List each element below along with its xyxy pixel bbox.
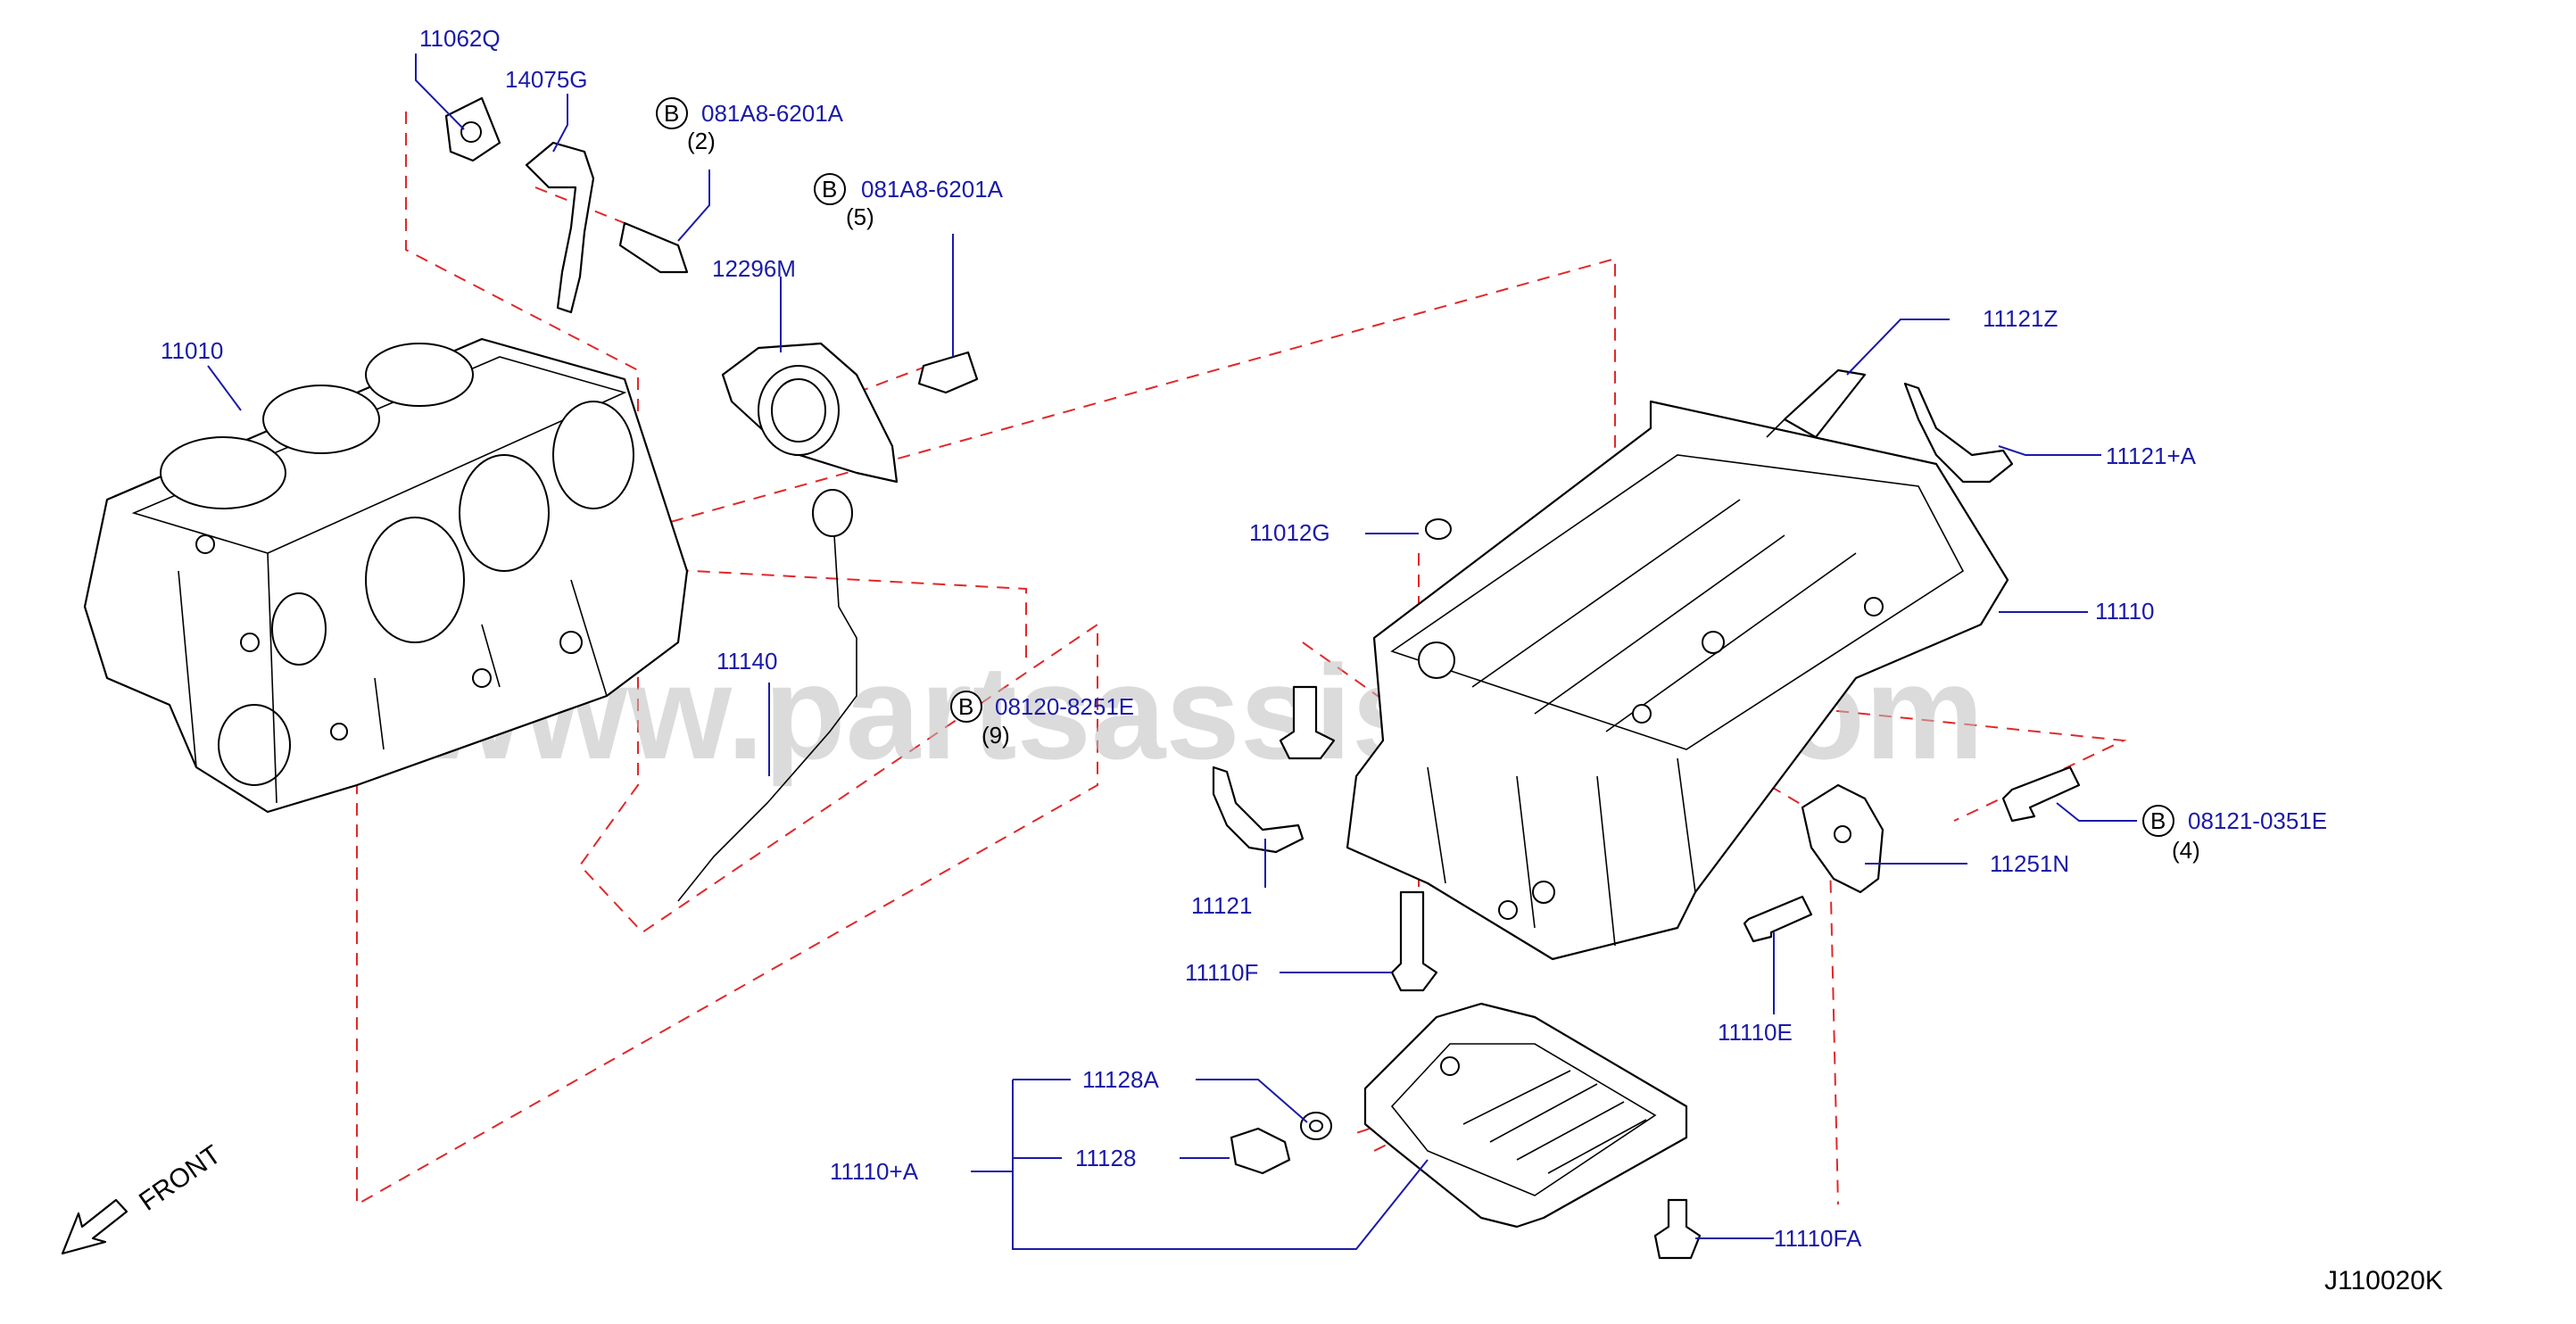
bolt-part-5: [1743, 895, 1813, 943]
front-label: FRONT: [134, 1139, 227, 1216]
front-arrow-icon: [61, 1198, 128, 1255]
washer-part: [1300, 1112, 1332, 1140]
callout-11110f: 11110F: [1185, 959, 1258, 986]
callout-11110-a: 11110+A: [830, 1158, 919, 1185]
callout-11062q: 11062Q: [419, 25, 501, 52]
callout-qty-9: (9): [982, 722, 1010, 749]
front-indicator: FRONT: [61, 1139, 227, 1255]
lower-oil-pan-part: [1363, 1002, 1688, 1229]
leader-lines: [207, 54, 2137, 1250]
bolt-part-4: [2001, 765, 2081, 823]
callout-11121-a: 11121+A: [2106, 443, 2197, 469]
callout-11012g: 11012G: [1249, 519, 1330, 546]
callout-11128: 11128: [1075, 1145, 1136, 1171]
callout-11140: 11140: [716, 648, 777, 674]
baffle-part-left: [1212, 765, 1305, 854]
drain-plug-part: [1230, 1127, 1291, 1175]
baffle-part-right: [1903, 382, 2014, 484]
callout-11110fa: 11110FA: [1774, 1225, 1862, 1252]
dipstick-part: [677, 489, 857, 902]
bolt-symbol-icon: [2142, 805, 2174, 837]
upper-oil-pan-part: [1346, 400, 2009, 961]
diagram-code: J110020K: [2324, 1266, 2443, 1295]
bolt-symbol-label: B: [958, 693, 973, 720]
bolt-symbol-label: B: [664, 100, 679, 127]
callout-labels: 11062Q 14075G B 081A8-6201A (2) B 081A8-…: [161, 25, 2327, 1252]
callout-081a8-6201a-2: 081A8-6201A: [701, 100, 844, 127]
bolt-part-1: [618, 221, 689, 274]
bolt-symbol-label: B: [2150, 807, 2166, 834]
cylinder-block-part: [83, 337, 689, 814]
plug-part: [1425, 518, 1452, 540]
seal-retainer-part: [721, 342, 899, 484]
callout-qty-4: (4): [2172, 837, 2200, 864]
bolt-part-2: [917, 351, 979, 394]
bolt-symbol-icon: [814, 173, 846, 205]
bolt-symbol-icon: [656, 97, 688, 129]
callout-08120-8251e: 08120-8251E: [995, 693, 1134, 720]
callout-14075g: 14075G: [505, 66, 588, 93]
tube-part: [525, 141, 595, 314]
callout-11010: 11010: [161, 337, 223, 364]
strainer-part: [1766, 368, 1867, 439]
callout-11110e: 11110E: [1718, 1019, 1793, 1046]
callout-11121z: 11121Z: [1983, 305, 2058, 332]
callout-11121: 11121: [1191, 892, 1252, 919]
callout-08121-0351e: 08121-0351E: [2188, 807, 2327, 834]
gasket-part: [444, 96, 501, 162]
bolt-part-6: [1390, 890, 1438, 992]
bolt-part-3: [1279, 685, 1336, 760]
callout-11110: 11110: [2095, 598, 2155, 625]
bolt-part-7: [1653, 1198, 1702, 1260]
bolt-symbol-icon: [950, 691, 982, 723]
cover-part: [1801, 783, 1884, 894]
callout-081a8-6201a-5: 081A8-6201A: [861, 176, 1004, 203]
callout-qty-2: (2): [687, 128, 716, 154]
callout-12296m: 12296M: [712, 255, 796, 282]
callout-qty-5: (5): [846, 203, 874, 230]
callout-11251n: 11251N: [1990, 850, 2069, 877]
callout-11128a: 11128A: [1082, 1066, 1159, 1093]
bolt-symbol-label: B: [822, 176, 837, 203]
